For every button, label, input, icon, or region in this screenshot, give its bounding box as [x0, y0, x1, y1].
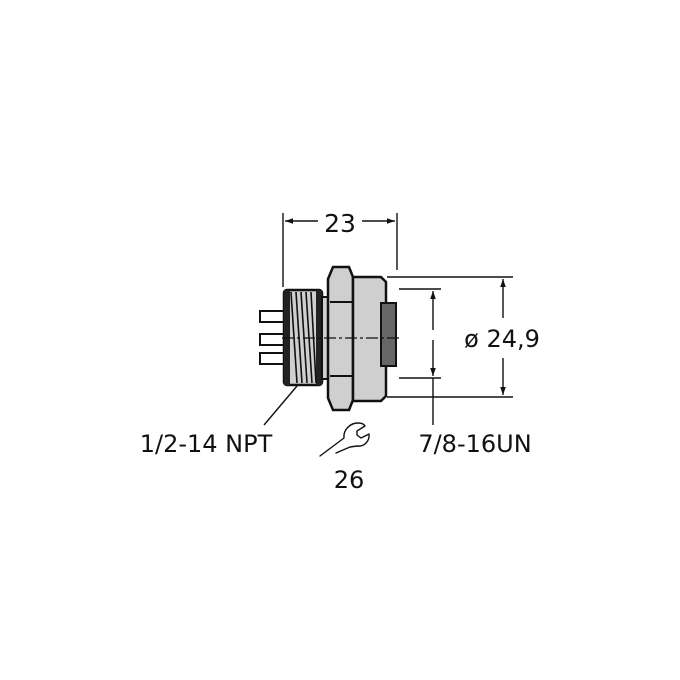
diameter-value: ø 24,9 [464, 325, 540, 353]
wrench-icon [319, 422, 370, 457]
wrench-size-value: 26 [334, 466, 365, 494]
front-flange [351, 275, 388, 403]
length-dimension [282, 213, 398, 287]
npt-leader-line [263, 385, 298, 426]
length-value: 23 [324, 209, 356, 238]
front-thread-callout: 7/8-16UN [418, 430, 531, 458]
extension-lines [387, 276, 513, 398]
front-face [380, 302, 397, 367]
rear-thread-callout: 1/2-14 NPT [140, 430, 273, 458]
contact-pins [259, 310, 286, 365]
